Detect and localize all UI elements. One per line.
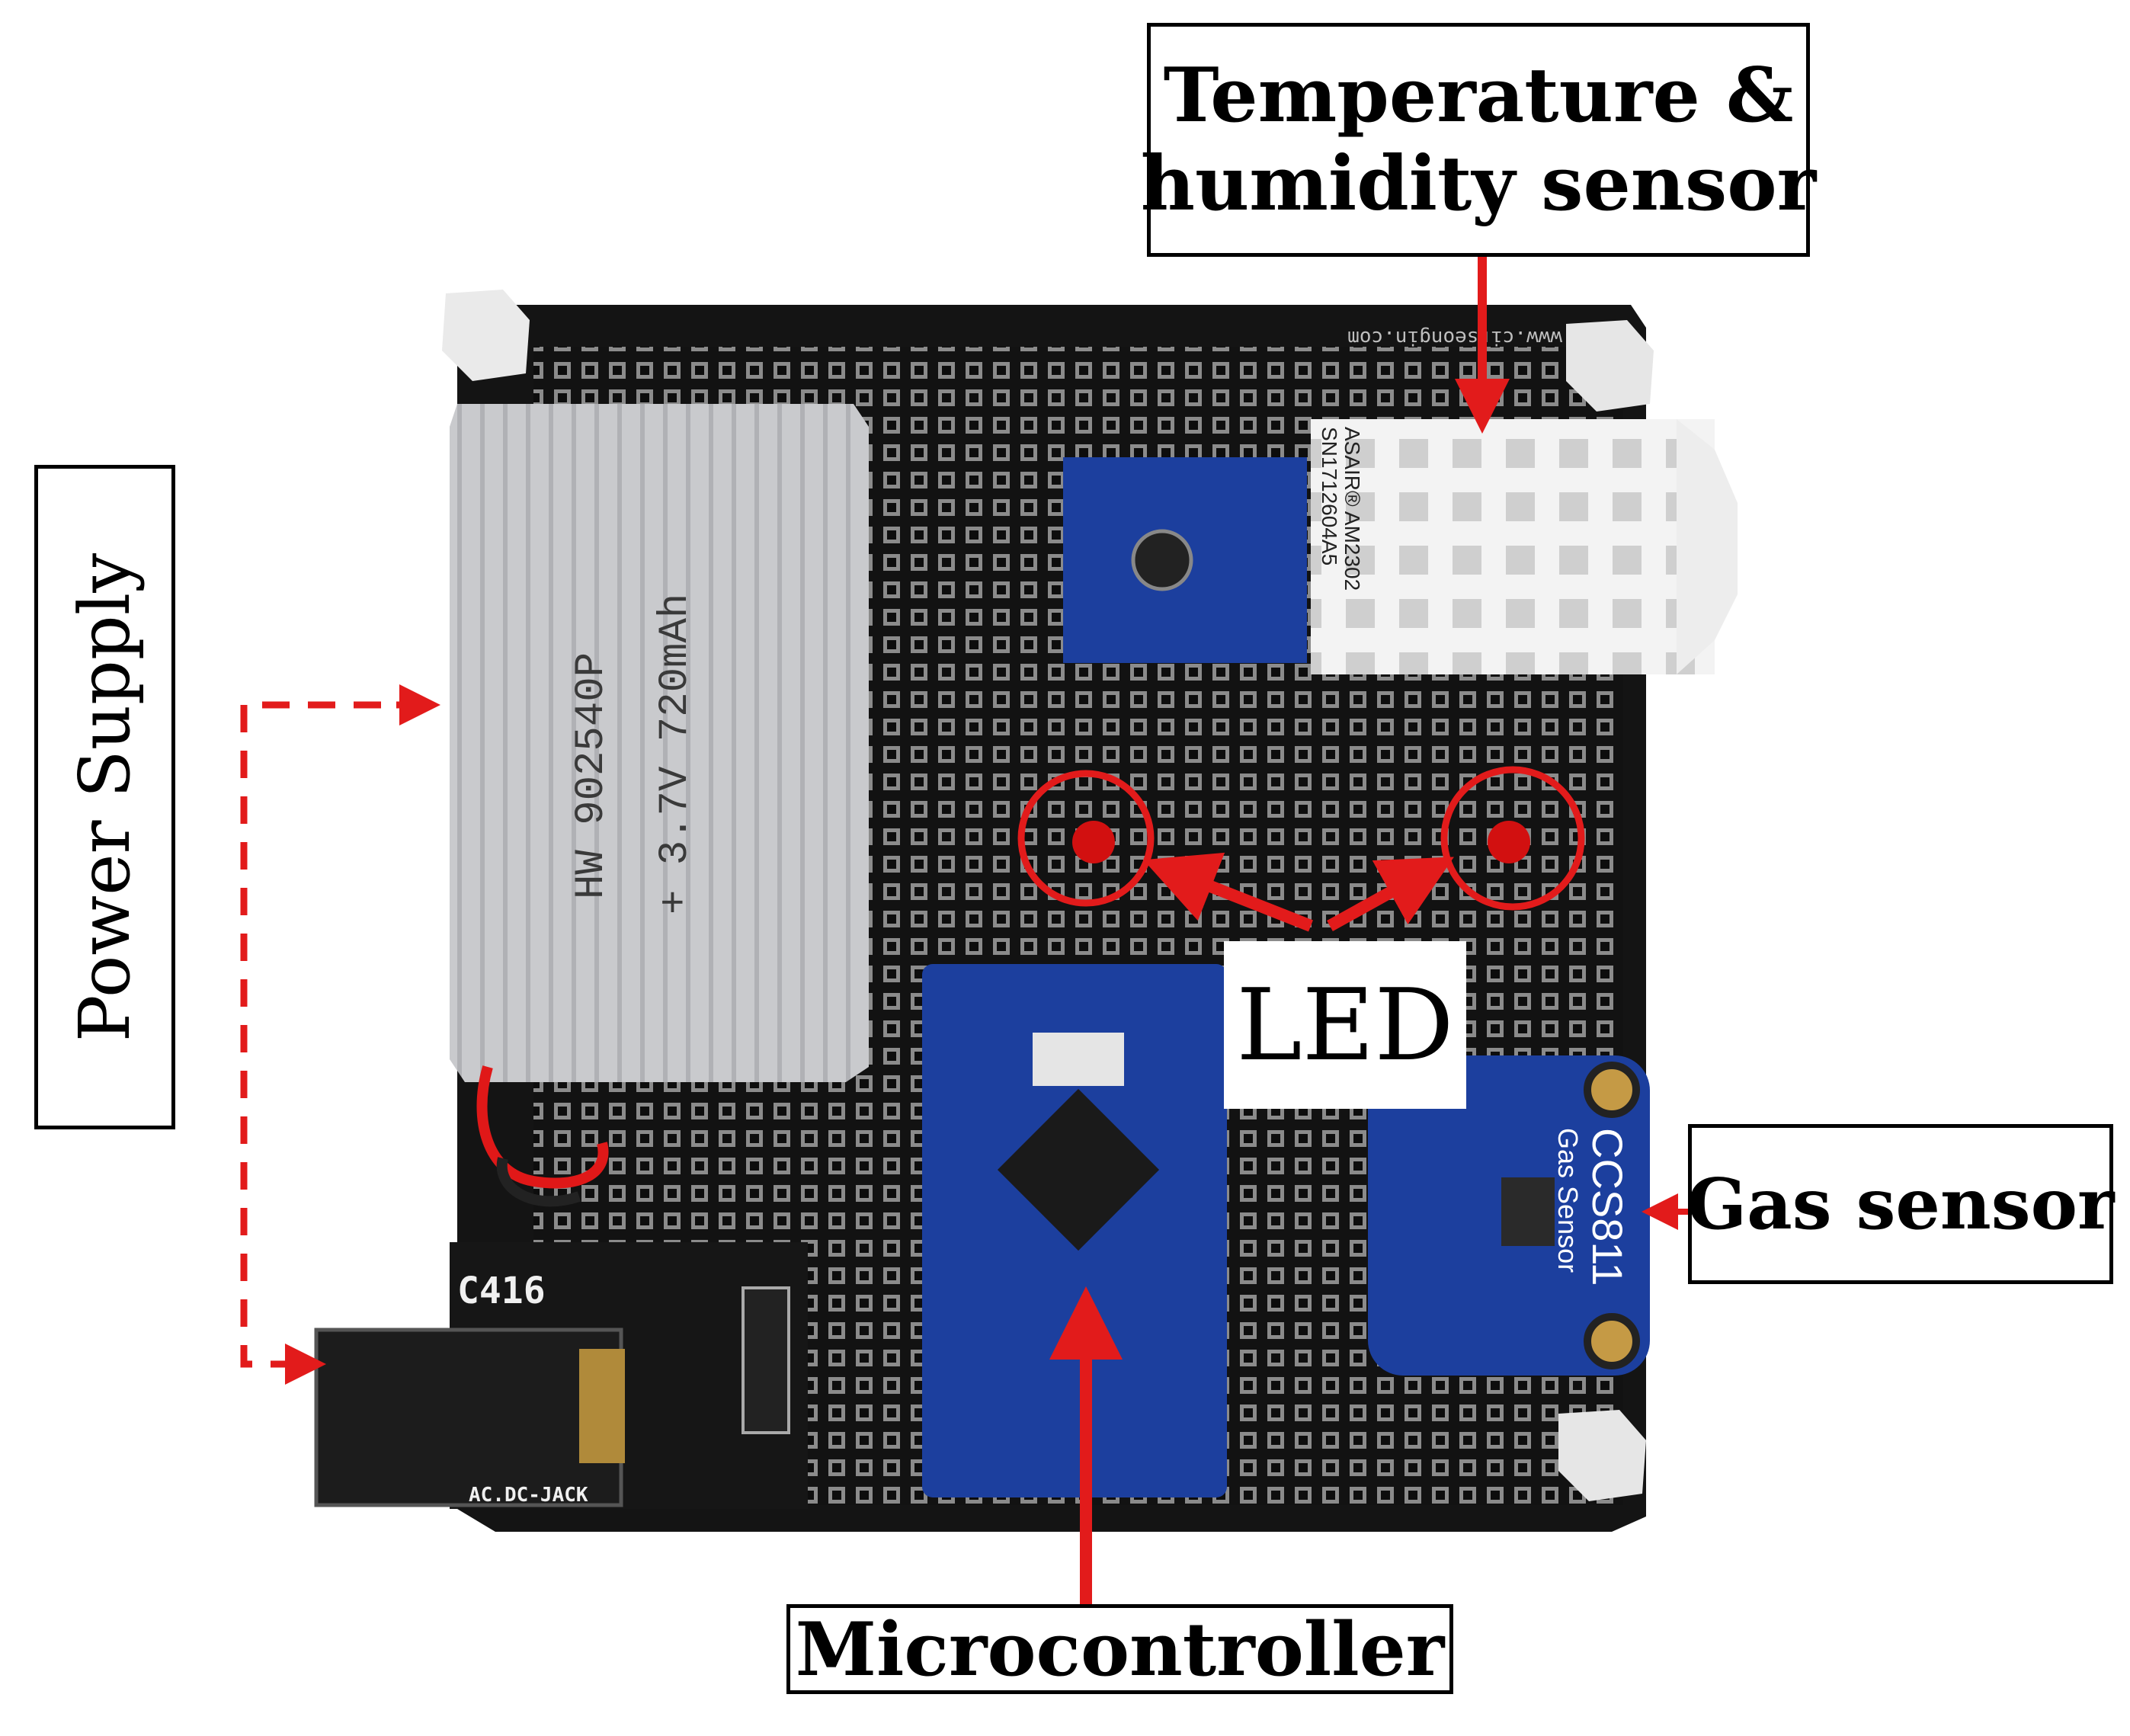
power-dashed-line bbox=[240, 701, 427, 1368]
temp-humidity-module: ASAIR® AM2302 SN1712604A5 bbox=[1063, 419, 1738, 674]
dht-serial: SN1712604A5 bbox=[1318, 427, 1341, 565]
microcontroller-label: Microcontroller bbox=[786, 1604, 1453, 1694]
power-supply-label: Power Supply bbox=[34, 465, 175, 1129]
temperature-label-line2: humidity sensor bbox=[1140, 139, 1817, 228]
arrow-icon bbox=[1143, 852, 1313, 932]
led-label: LED bbox=[1224, 941, 1466, 1109]
led-text: LED bbox=[1236, 967, 1454, 1083]
temperature-humidity-label: Temperature & humidity sensor bbox=[1141, 23, 1816, 257]
annotation-arrows bbox=[240, 251, 1699, 1604]
led-left bbox=[1017, 770, 1155, 907]
battery-label-line2: + 3.7V 720mAh bbox=[652, 594, 699, 914]
standoffs bbox=[442, 290, 1654, 1501]
arrow-icon bbox=[1327, 857, 1454, 931]
jack-code: C416 bbox=[457, 1270, 546, 1312]
circle-highlight-icon bbox=[1017, 770, 1155, 907]
circle-highlight-icon bbox=[1440, 766, 1585, 911]
power-supply-text: Power Supply bbox=[64, 553, 146, 1042]
dc-jack: C416 AC.DC-JACK bbox=[314, 1242, 808, 1509]
gas-desc: Gas Sensor bbox=[1552, 1128, 1584, 1273]
battery-label-line1: HW 902540P bbox=[569, 652, 615, 899]
dht-brand: ASAIR® AM2302 bbox=[1340, 427, 1364, 591]
gas-chip: CCS811 bbox=[1584, 1128, 1632, 1286]
microcontroller-board bbox=[922, 964, 1227, 1497]
temperature-label-line1: Temperature & bbox=[1163, 51, 1794, 139]
microcontroller-text: Microcontroller bbox=[795, 1606, 1445, 1693]
gas-sensor-module: CCS811 Gas Sensor bbox=[1368, 1055, 1650, 1376]
board-website: www.cirseongin.com bbox=[1347, 326, 1562, 349]
gas-sensor-label: Gas sensor bbox=[1686, 1124, 2115, 1284]
battery: HW 902540P + 3.7V 720mAh bbox=[450, 404, 869, 1207]
jack-name: AC.DC-JACK bbox=[469, 1484, 588, 1507]
led-right bbox=[1440, 766, 1585, 911]
gas-sensor-text: Gas sensor bbox=[1686, 1163, 2115, 1245]
